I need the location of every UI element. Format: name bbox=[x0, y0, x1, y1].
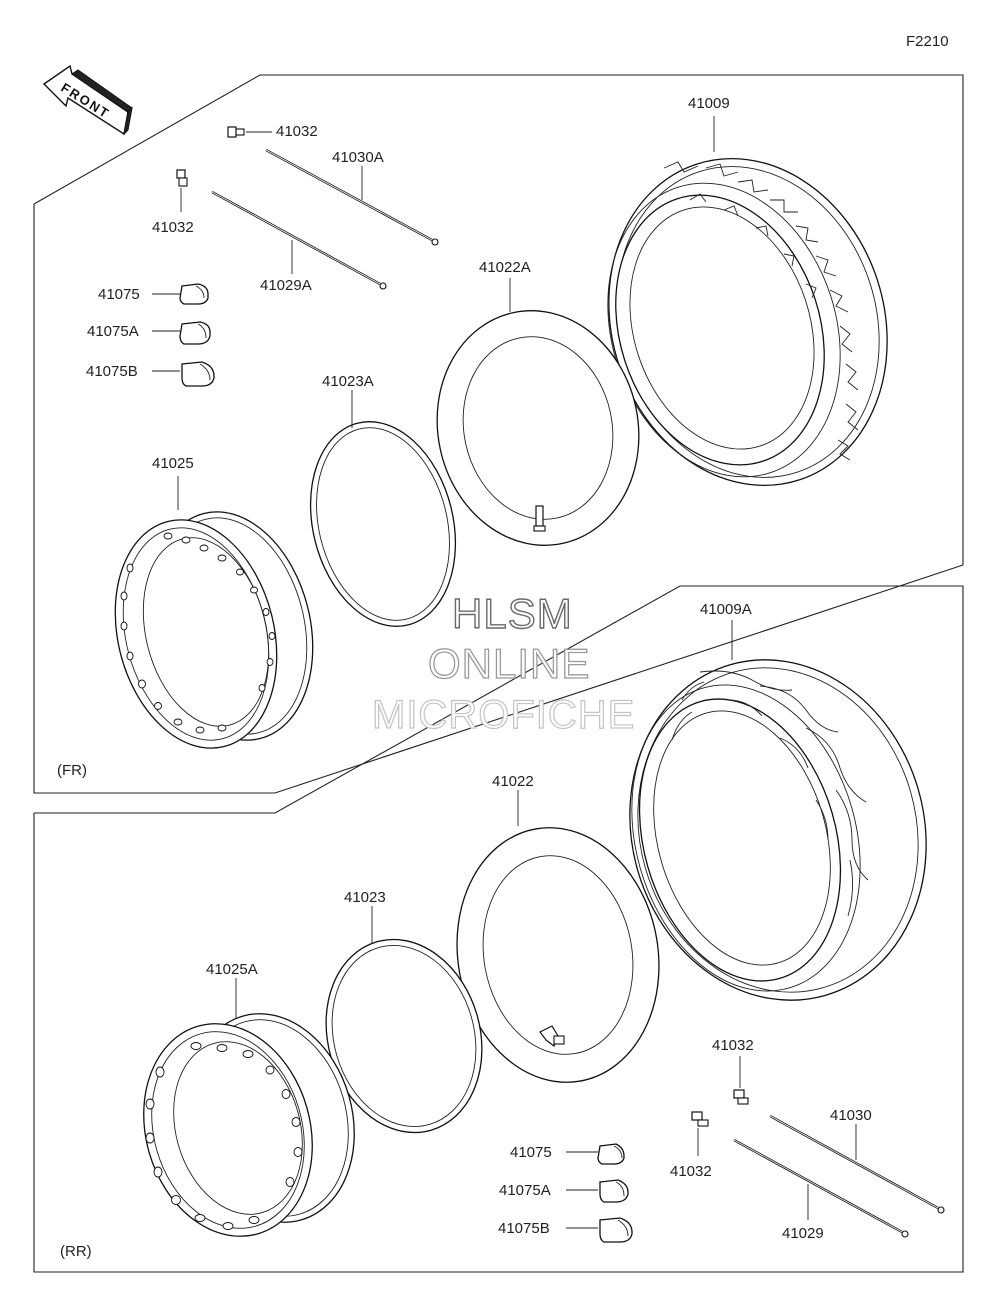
watermark-line3: MICROFICHE bbox=[372, 693, 635, 737]
front-tube bbox=[436, 278, 640, 546]
label-front-weight-b: 41075B bbox=[86, 363, 138, 380]
label-front-rim: 41025 bbox=[152, 455, 194, 472]
label-front-nipple-lower: 41032 bbox=[152, 219, 194, 236]
rear-rim bbox=[143, 978, 355, 1237]
label-rear-nipple-lower: 41032 bbox=[670, 1163, 712, 1180]
label-rear-tire: 41009A bbox=[700, 601, 752, 618]
rear-weight bbox=[566, 1143, 625, 1165]
front-tire bbox=[607, 116, 888, 487]
rear-nipple-upper bbox=[733, 1056, 749, 1105]
label-rear-weight-b: 41075B bbox=[498, 1220, 550, 1237]
front-nipple-lower bbox=[176, 169, 188, 212]
front-weight-a bbox=[152, 321, 211, 345]
label-rear-tube: 41022 bbox=[492, 773, 534, 790]
label-rear-rim: 41025A bbox=[206, 961, 258, 978]
watermark-line1: HLSM bbox=[452, 590, 573, 637]
front-spoke-lower bbox=[211, 190, 387, 290]
label-front-nipple-upper: 41032 bbox=[276, 123, 318, 140]
figure-code: F2210 bbox=[906, 33, 949, 50]
label-rear-spoke-lower: 41029 bbox=[782, 1225, 824, 1242]
front-nipple-upper bbox=[227, 126, 272, 138]
label-rear-spoke-upper: 41030 bbox=[830, 1107, 872, 1124]
rear-spoke-lower bbox=[733, 1138, 909, 1238]
front-rim bbox=[114, 476, 314, 749]
label-front-spoke-upper: 41030A bbox=[332, 149, 384, 166]
rear-tube bbox=[456, 790, 660, 1083]
front-weight-b bbox=[152, 361, 215, 387]
front-spoke-upper bbox=[265, 148, 439, 246]
rear-nipple-lower bbox=[691, 1111, 709, 1156]
rear-spoke-upper bbox=[769, 1114, 945, 1214]
rear-section-border bbox=[33, 585, 964, 1273]
rear-weight-a bbox=[566, 1179, 629, 1203]
label-front-weight: 41075 bbox=[98, 286, 140, 303]
rear-weight-b bbox=[566, 1217, 633, 1243]
label-front-weight-a: 41075A bbox=[87, 323, 139, 340]
front-arrow: FRONT bbox=[42, 64, 133, 136]
label-front-spoke-lower: 41029A bbox=[260, 277, 312, 294]
front-weight bbox=[152, 283, 209, 305]
watermark: HLSM ONLINE MICROFICHE bbox=[371, 589, 635, 737]
label-rear-rim-band: 41023 bbox=[344, 889, 386, 906]
rear-rim-band bbox=[325, 906, 483, 1134]
label-front-tire: 41009 bbox=[688, 95, 730, 112]
label-rear-nipple-upper: 41032 bbox=[712, 1037, 754, 1054]
watermark-line2: ONLINE bbox=[428, 640, 590, 687]
front-rim-band bbox=[309, 390, 457, 627]
label-front-tube: 41022A bbox=[479, 259, 531, 276]
front-section-border bbox=[33, 74, 964, 794]
label-rear-weight-a: 41075A bbox=[499, 1182, 551, 1199]
rear-tire bbox=[629, 620, 927, 1001]
rear-section-label: (RR) bbox=[60, 1243, 92, 1260]
front-section-label: (FR) bbox=[57, 762, 87, 779]
label-front-rim-band: 41023A bbox=[322, 373, 374, 390]
label-rear-weight: 41075 bbox=[510, 1144, 552, 1161]
